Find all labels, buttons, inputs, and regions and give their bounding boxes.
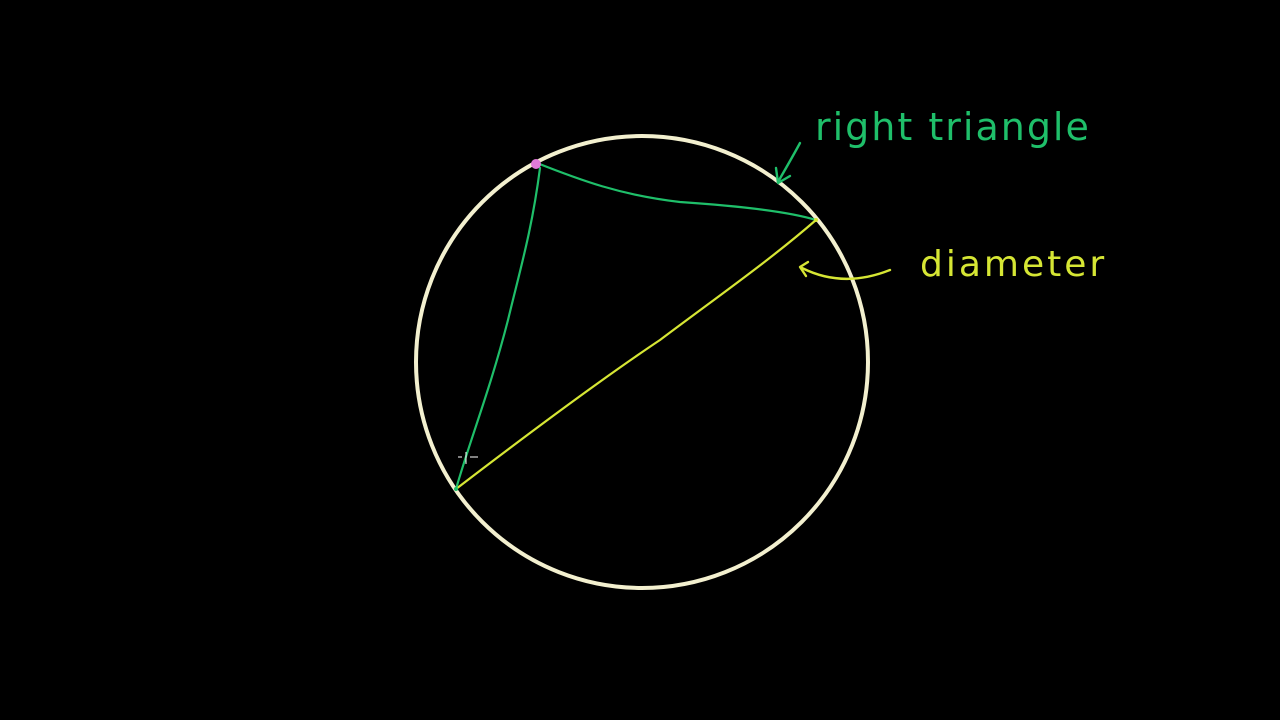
triangle-side-top bbox=[535, 161, 818, 222]
diameter-label: diameter bbox=[920, 244, 1107, 285]
vertex-bottom-left bbox=[454, 487, 458, 491]
triangle-side-left bbox=[454, 166, 542, 491]
arrow-icon bbox=[798, 260, 892, 280]
arrow-icon bbox=[774, 141, 802, 185]
vertex-right bbox=[814, 218, 818, 222]
right-triangle-label: right triangle bbox=[815, 105, 1091, 149]
diameter-line bbox=[454, 218, 818, 491]
circle bbox=[414, 134, 870, 590]
crosshair-cursor-icon bbox=[458, 452, 478, 464]
vertex-marker bbox=[531, 159, 541, 169]
